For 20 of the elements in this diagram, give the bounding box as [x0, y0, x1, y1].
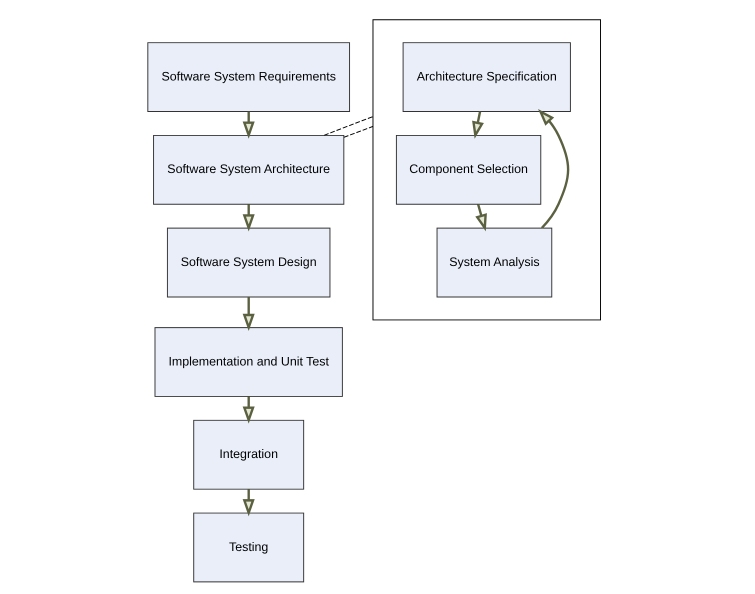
- arrow: [242, 489, 254, 516]
- connector: [323, 116, 373, 136]
- arrow: [242, 112, 254, 139]
- arrow: [472, 111, 484, 139]
- node-box: Software System Design: [166, 228, 330, 298]
- arrow: [242, 396, 254, 424]
- node-box: Implementation and Unit Test: [154, 327, 342, 397]
- node-box: Software System Architecture: [152, 134, 344, 205]
- arrow: [538, 108, 569, 229]
- connector: [342, 126, 373, 138]
- arrow: [242, 297, 254, 332]
- cluster: [372, 19, 600, 320]
- node-box: Component Selection: [395, 134, 541, 205]
- node-box: Testing: [192, 512, 304, 582]
- arrow: [242, 204, 254, 232]
- node-box: Architecture Specification: [402, 42, 570, 112]
- node-box: Software System Requirements: [146, 42, 350, 112]
- arrow: [474, 204, 486, 232]
- node-box: Integration: [192, 420, 304, 490]
- node-box: System Analysis: [436, 228, 552, 298]
